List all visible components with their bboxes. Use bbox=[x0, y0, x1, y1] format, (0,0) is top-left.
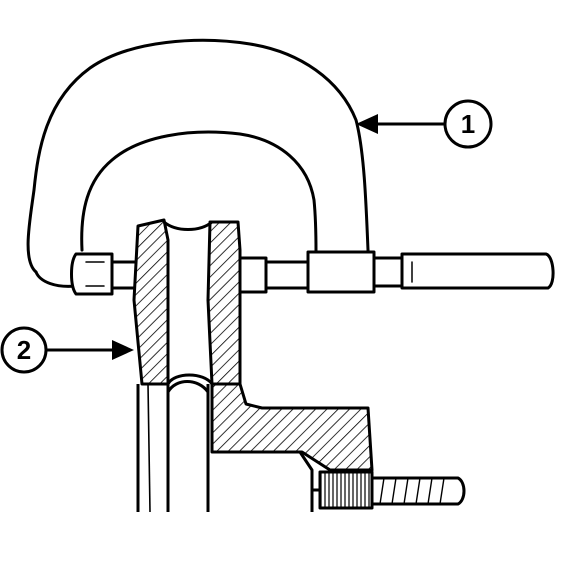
micrometer bbox=[26, 38, 555, 296]
rotor-left-wall bbox=[132, 218, 170, 386]
callout-2-number: 2 bbox=[17, 335, 31, 365]
rotor-hat-flange bbox=[210, 382, 374, 472]
micrometer-frame-outer bbox=[26, 38, 370, 274]
callout-2: 2 bbox=[0, 326, 134, 374]
callout-1: 1 bbox=[356, 99, 493, 149]
micrometer-frame-inner bbox=[80, 130, 318, 254]
callout-1-circle bbox=[443, 99, 493, 149]
micrometer-ratchet bbox=[400, 252, 555, 290]
micrometer-sleeve bbox=[306, 250, 376, 294]
callout-1-number: 1 bbox=[461, 109, 475, 139]
micrometer-anvil bbox=[70, 252, 114, 296]
callout-2-circle bbox=[0, 326, 48, 374]
wheel-stud-knurl bbox=[318, 470, 374, 510]
callout-1-arrowhead bbox=[356, 114, 378, 134]
rotor-right-wall bbox=[206, 220, 242, 386]
callout-2-arrowhead bbox=[112, 340, 134, 360]
micrometer-spindle bbox=[238, 256, 268, 294]
rotor-section bbox=[132, 218, 466, 513]
